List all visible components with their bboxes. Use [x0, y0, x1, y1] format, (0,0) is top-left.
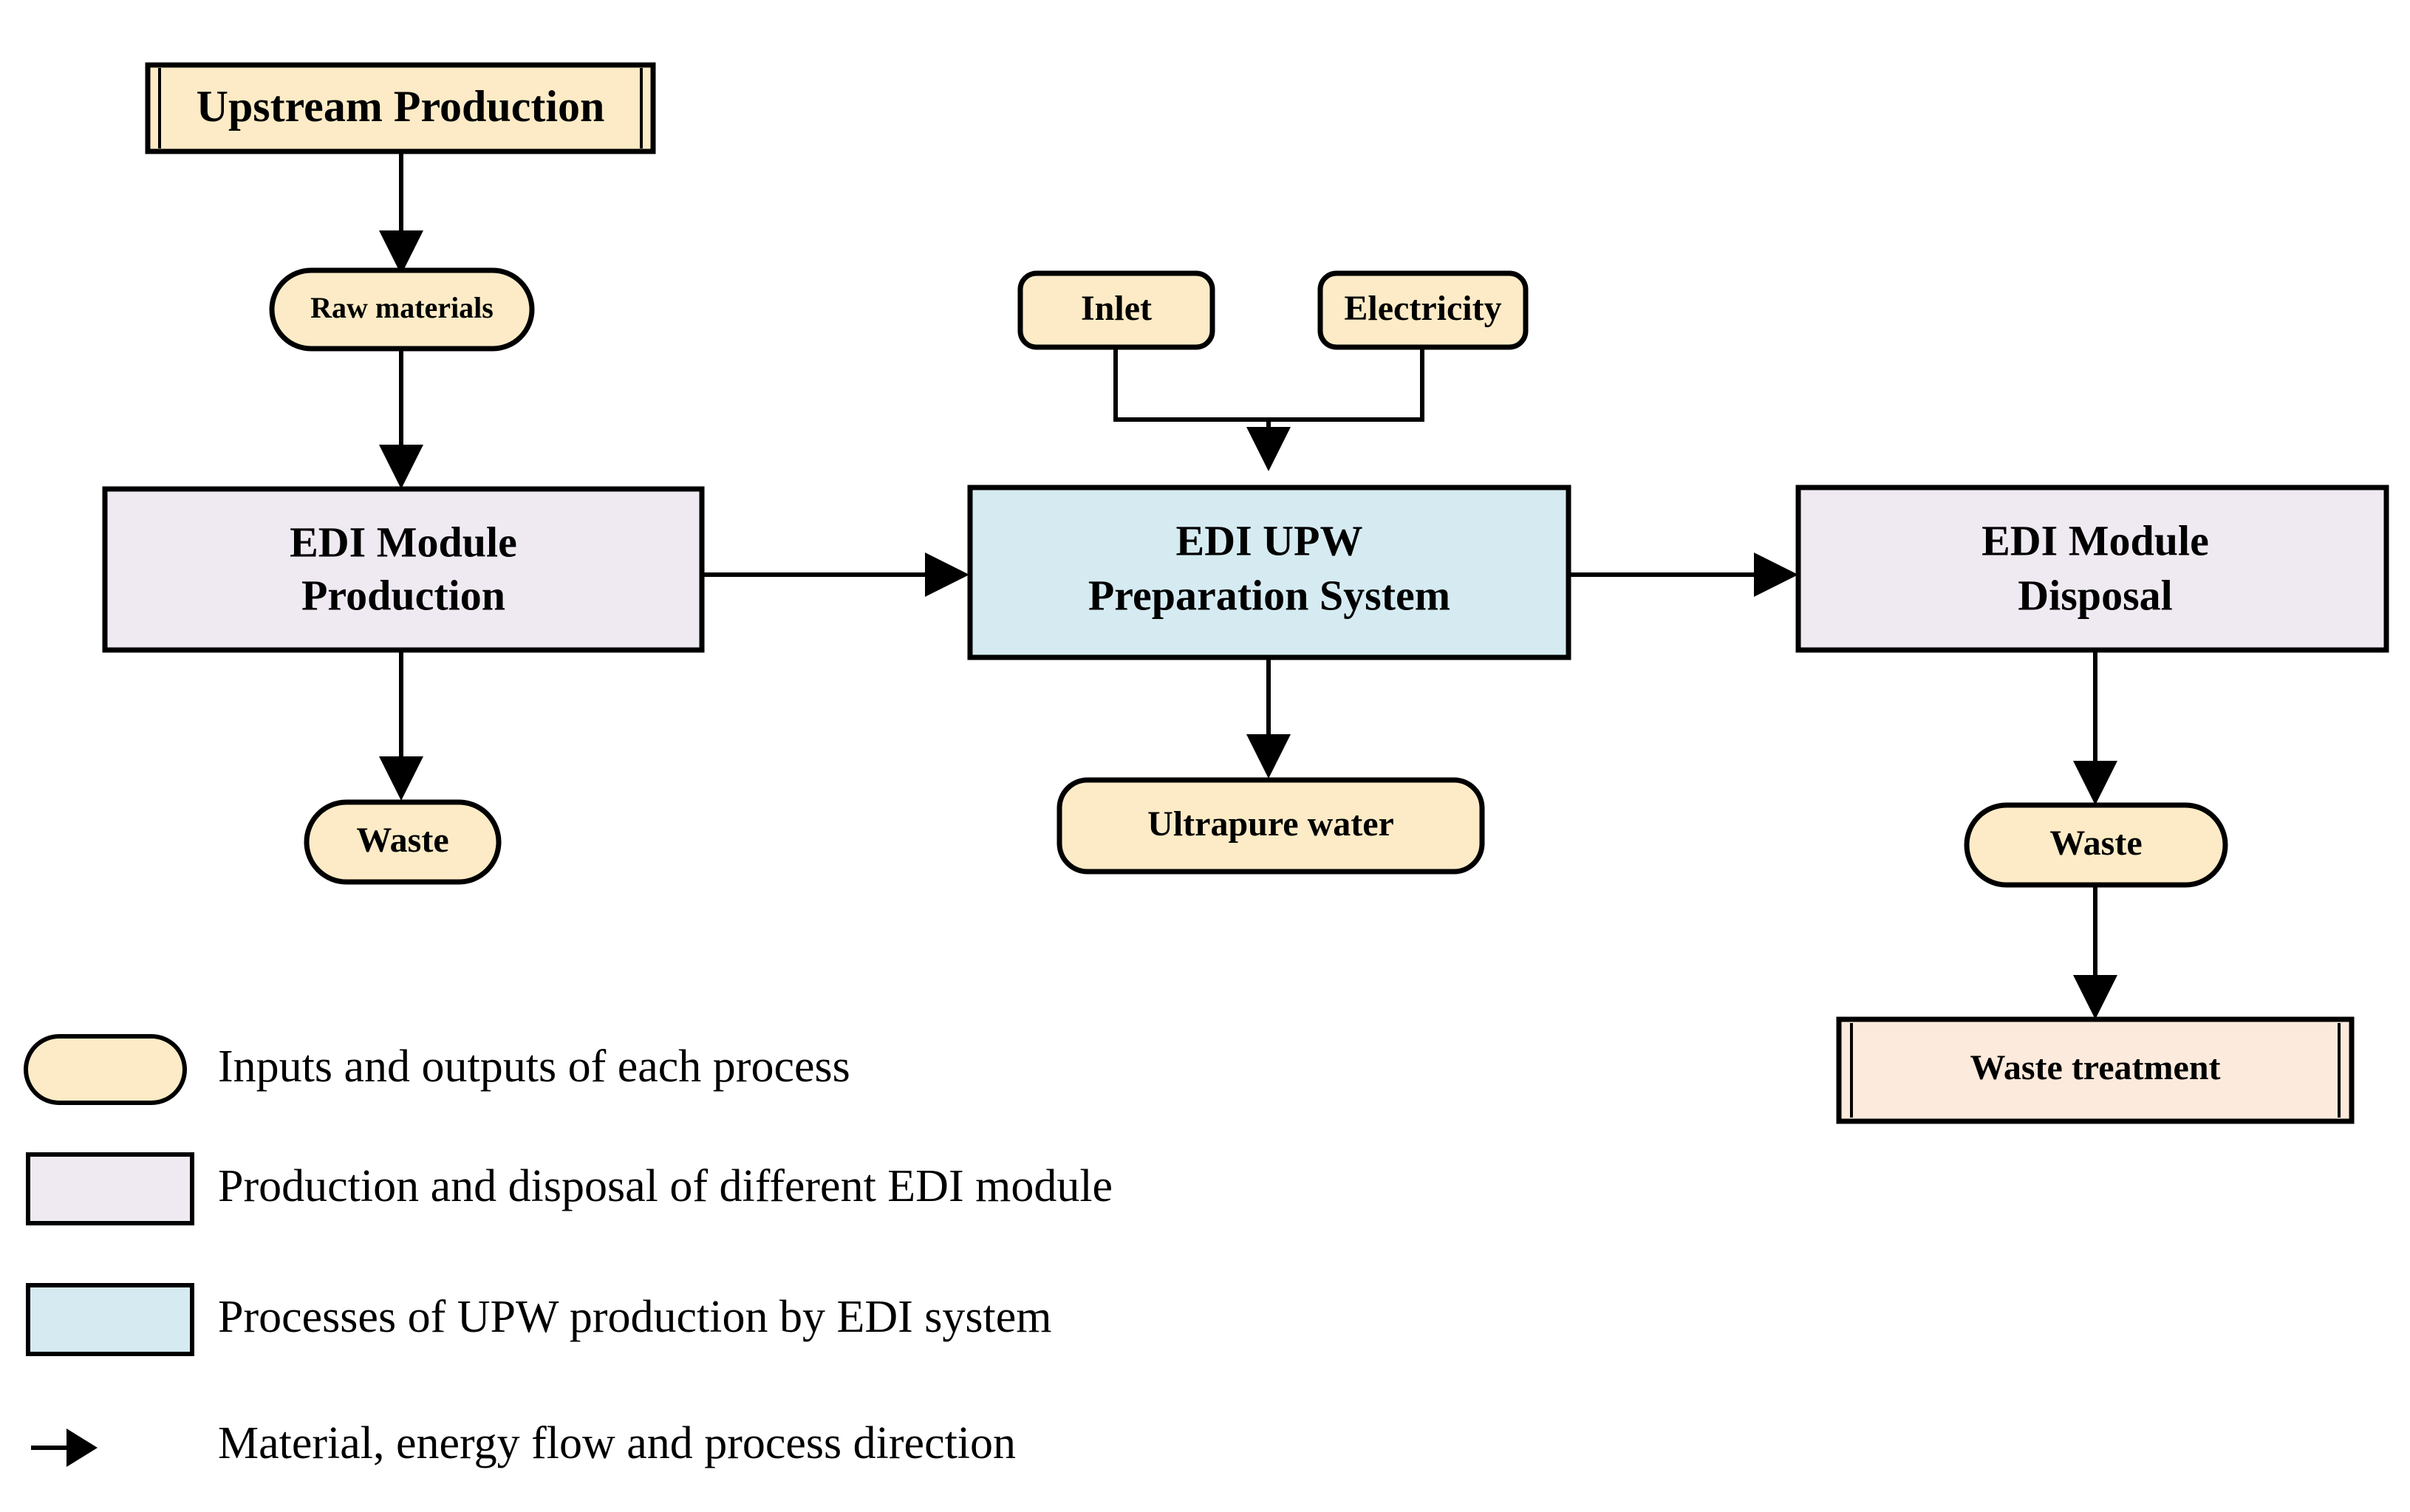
node-label-edi-module-production-line2: Production	[301, 571, 505, 619]
legend-label-flow-direction: Material, energy flow and process direct…	[218, 1418, 1016, 1468]
legend-item-flow-direction[interactable]: Material, energy flow and process direct…	[31, 1418, 1016, 1468]
node-label-electricity: Electricity	[1344, 289, 1501, 328]
node-label-waste-left: Waste	[356, 821, 448, 860]
node-edi-upw-preparation-system[interactable]: EDI UPW Preparation System	[967, 485, 1571, 660]
edge-edi-production-to-waste	[379, 649, 423, 801]
node-edi-module-disposal[interactable]: EDI Module Disposal	[1795, 485, 2389, 653]
edge-waste-to-waste-treatment	[2073, 885, 2117, 1019]
edge-inlet-electricity-merge-to-upw-system	[1113, 349, 1424, 471]
node-waste-treatment[interactable]: Waste treatment	[1836, 1016, 2355, 1124]
node-label-upstream-production: Upstream Production	[197, 82, 605, 131]
connectors-group	[379, 151, 2117, 1019]
node-waste-left[interactable]: Waste	[304, 799, 502, 885]
edge-upw-system-to-ultrapure-water	[1246, 657, 1291, 779]
edge-upstream-to-raw-materials	[379, 151, 423, 275]
node-upstream-production[interactable]: Upstream Production	[145, 62, 656, 154]
node-label-edi-module-production-line1: EDI Module	[290, 518, 517, 566]
edge-raw-materials-to-edi-production	[379, 349, 423, 489]
node-label-raw-materials: Raw materials	[310, 291, 494, 324]
legend-label-module-production-disposal: Production and disposal of different EDI…	[218, 1161, 1113, 1211]
edge-edi-production-to-upw-system	[700, 553, 969, 597]
node-inlet[interactable]: Inlet	[1017, 270, 1215, 350]
legend-item-upw-processes[interactable]: Processes of UPW production by EDI syste…	[26, 1283, 1052, 1356]
edge-edi-disposal-to-waste	[2073, 649, 2117, 805]
legend-arrow-icon	[31, 1429, 98, 1467]
node-edi-module-production[interactable]: EDI Module Production	[102, 486, 705, 653]
legend: Inputs and outputs of each process Produ…	[24, 1034, 1113, 1468]
node-label-edi-module-disposal-line2: Disposal	[2018, 571, 2173, 619]
node-label-waste-right: Waste	[2049, 824, 2142, 863]
node-label-edi-upw-system-line1: EDI UPW	[1176, 516, 1363, 564]
node-waste-right[interactable]: Waste	[1964, 802, 2228, 888]
edge-upw-system-to-edi-disposal	[1568, 553, 1798, 597]
legend-swatch-io-pill	[24, 1034, 187, 1105]
node-label-inlet: Inlet	[1081, 289, 1152, 328]
node-ultrapure-water[interactable]: Ultrapure water	[1056, 777, 1485, 875]
legend-swatch-upw-rect	[26, 1283, 194, 1356]
node-label-edi-upw-system-line2: Preparation System	[1088, 571, 1450, 619]
node-label-edi-module-disposal-line1: EDI Module	[1981, 516, 2209, 564]
legend-item-module-production-disposal[interactable]: Production and disposal of different EDI…	[26, 1152, 1113, 1225]
legend-swatch-module-rect	[26, 1152, 194, 1225]
node-electricity[interactable]: Electricity	[1317, 270, 1529, 350]
node-raw-materials[interactable]: Raw materials	[269, 267, 535, 352]
legend-label-inputs-outputs: Inputs and outputs of each process	[218, 1041, 850, 1092]
legend-label-upw-processes: Processes of UPW production by EDI syste…	[218, 1292, 1052, 1342]
node-label-waste-treatment: Waste treatment	[1970, 1048, 2221, 1087]
node-label-ultrapure-water: Ultrapure water	[1147, 804, 1394, 844]
legend-item-inputs-outputs[interactable]: Inputs and outputs of each process	[24, 1034, 850, 1105]
